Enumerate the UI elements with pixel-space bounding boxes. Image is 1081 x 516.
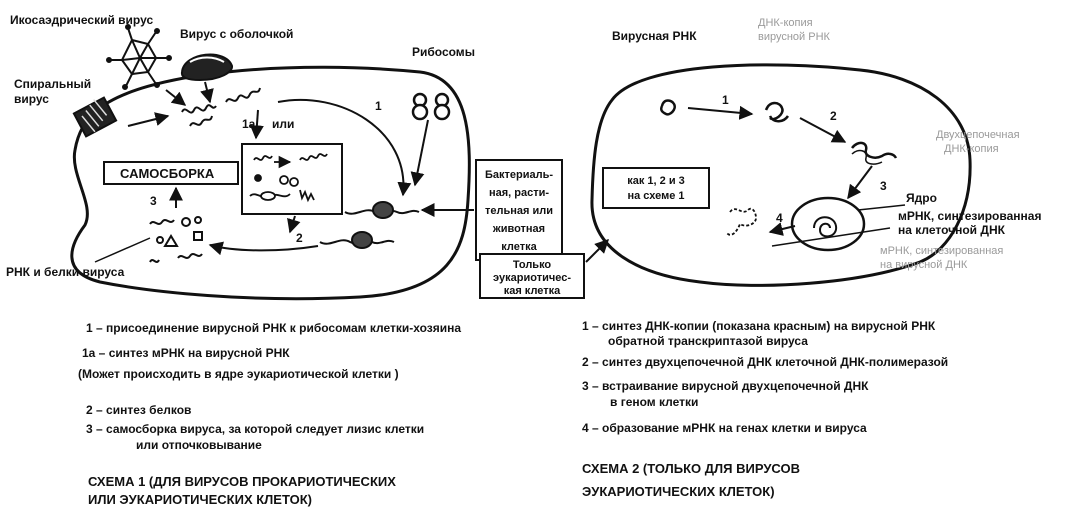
label-ds-dna-1: Двухцепочечная (936, 129, 1020, 141)
label-or: или (272, 117, 294, 131)
svg-text:обратной транскриптазой вируса: обратной транскриптазой вируса (608, 334, 808, 348)
same-as-scheme1-box (602, 167, 710, 209)
label-mrna-cell-1: мРНК, синтезированная (898, 209, 1041, 223)
spiral-virus-icon (72, 96, 118, 138)
scheme1-diagram: Икосаэдрический вирус Вирус с оболочкой … (6, 13, 609, 507)
label-step3: 3 (150, 194, 157, 208)
label-nucleus: Ядро (906, 191, 937, 205)
label-viral-rna: Вирусная РНК (612, 29, 697, 43)
enveloped-virus-icon (180, 53, 233, 82)
eukaryotic-only-box-text: Только эукариотичес- кая клетка (493, 259, 571, 297)
svg-text:в геном клетки: в геном клетки (610, 395, 698, 409)
svg-text:1 – присоединение вирусной РНК: 1 – присоединение вирусной РНК к рибосом… (86, 321, 461, 335)
dna-copy-strand (764, 101, 790, 123)
scheme2-diagram: как 1, 2 и 3 на схеме 1 Вирусная РНК ДНК… (582, 17, 1041, 499)
cell-type-box-text: Бактериаль- ная, расти- тельная или живо… (485, 169, 553, 253)
arrow-eukaryotic-to-scheme2 (585, 239, 609, 263)
self-assembly-box (103, 161, 239, 185)
svg-text:Бактериаль-: Бактериаль- (485, 169, 553, 181)
svg-text:или отпочковывание: или отпочковывание (136, 438, 262, 452)
svg-text:Только: Только (513, 259, 552, 271)
svg-text:1а – синтез мРНК на вирусной: 1а – синтез мРНК на вирусной РНК (82, 346, 290, 360)
viral-rna-squiggle (181, 87, 261, 127)
scheme1-title-1: СХЕМА 1 (ДЛЯ ВИРУСОВ ПРОКАРИОТИЧЕСКИХ (88, 474, 396, 489)
viral-rna-strand (659, 99, 676, 116)
label-dna-copy-2: вирусной РНК (758, 31, 831, 43)
ds-dna-strand-2 (851, 149, 883, 165)
arrow-step1a (249, 109, 264, 140)
eukaryotic-only-box (479, 253, 585, 299)
arrow-entry-icosahedral (165, 89, 187, 106)
label-dna-copy-1: ДНК-копия (758, 17, 813, 29)
svg-text:3 – самосборка вируса, за кото: 3 – самосборка вируса, за которой следуе… (86, 422, 424, 436)
pointer-nucleus (857, 204, 906, 211)
arrow-step1 (277, 98, 412, 197)
label-ds-dna-2: ДНК-копия (944, 143, 999, 155)
arrow-entry-spiral (127, 112, 170, 127)
label-self-assembly: САМОСБОРКА (120, 166, 215, 181)
label-s2-step2: 2 (830, 109, 837, 123)
rna-proteins-pointer (94, 237, 151, 263)
scheme2-cell-outline (590, 63, 972, 287)
svg-text:2 – синтез двухцепочечной ДНК: 2 – синтез двухцепочечной ДНК клеточной … (582, 355, 948, 369)
arrow-mrna-to-polysome (287, 215, 301, 234)
scheme2-legend: 1 – синтез ДНК-копии (показана красным) … (582, 319, 948, 435)
label-s2-step1: 1 (722, 93, 729, 107)
scheme1-cell-outline (70, 65, 471, 301)
label-enveloped-virus: Вирус с оболочкой (180, 27, 293, 41)
scheme1-title-2: ИЛИ ЭУКАРИОТИЧЕСКИХ КЛЕТОК) (88, 492, 312, 507)
label-spiral-virus-1: Спиральный (14, 77, 91, 91)
same-as-scheme1-box-text: как 1, 2 и 3 на схеме 1 (627, 175, 685, 202)
svg-text:ная, расти-: ная, расти- (489, 187, 549, 199)
svg-text:на схеме 1: на схеме 1 (627, 190, 684, 202)
label-step1: 1 (375, 99, 382, 113)
label-rna-proteins: РНК и белки вируса (6, 265, 125, 279)
arrow-step2 (208, 241, 319, 256)
label-step1a: 1а (242, 117, 256, 131)
svg-text:(Может происходить в ядре эука: (Может происходить в ядре эукариотическо… (78, 367, 399, 381)
label-mrna-cell-2: на клеточной ДНК (898, 223, 1006, 237)
svg-text:кая клетка: кая клетка (504, 285, 561, 297)
scheme2-title-1: СХЕМА 2 (ТОЛЬКО ДЛЯ ВИРУСОВ (582, 461, 800, 476)
ribosomes-icon (411, 92, 451, 121)
label-s2-step3: 3 (880, 179, 887, 193)
label-step2: 2 (296, 231, 303, 245)
mrna-box-content (249, 153, 328, 203)
svg-text:эукариотичес-: эукариотичес- (493, 272, 571, 284)
svg-text:клетка: клетка (501, 241, 537, 253)
svg-text:животная: животная (492, 223, 545, 235)
arrow-s2-step2 (799, 117, 847, 143)
cell-type-box (475, 159, 563, 261)
arrow-entry-enveloped (200, 81, 214, 104)
pointer-mrna-cell (771, 227, 891, 247)
arrow-s2-step3 (847, 165, 873, 200)
label-mrna-virus-2: на вирусной ДНК (880, 259, 968, 271)
polysome-icon (319, 201, 420, 249)
label-s2-step4: 4 (776, 211, 783, 225)
arrow-s2-step4 (768, 222, 796, 236)
svg-text:тельная или: тельная или (485, 205, 553, 217)
svg-text:как 1, 2 и 3: как 1, 2 и 3 (627, 175, 685, 187)
arrow-s2-step1 (687, 105, 754, 120)
scheme1-legend: 1 – присоединение вирусной РНК к рибосом… (78, 321, 461, 452)
svg-text:2 – синтез белков: 2 – синтез белков (86, 403, 191, 417)
label-icosahedral-virus: Икосаэдрический вирус (10, 13, 153, 27)
label-spiral-virus-2: вирус (14, 92, 49, 106)
svg-text:4 – образование мРНК на генах: 4 – образование мРНК на генах клетки и в… (582, 421, 867, 435)
ds-dna-strand (851, 141, 898, 159)
nucleus-dna (813, 216, 838, 238)
mrna-output (725, 207, 757, 236)
viral-components-icon (149, 216, 203, 263)
svg-text:1 – синтез ДНК-копии (показан: 1 – синтез ДНК-копии (показана красным) … (582, 319, 936, 333)
svg-text:3 – встраивание вирусной двухц: 3 – встраивание вирусной двухцепочечной … (582, 379, 869, 393)
scheme2-title-2: ЭУКАРИОТИЧЕСКИХ КЛЕТОК) (582, 484, 775, 499)
label-mrna-virus-1: мРНК, синтезированная (880, 245, 1003, 257)
arrow-ribosome-down (410, 119, 429, 187)
icosahedral-virus-icon (106, 24, 172, 90)
label-ribosomes: Рибосомы (412, 45, 475, 59)
